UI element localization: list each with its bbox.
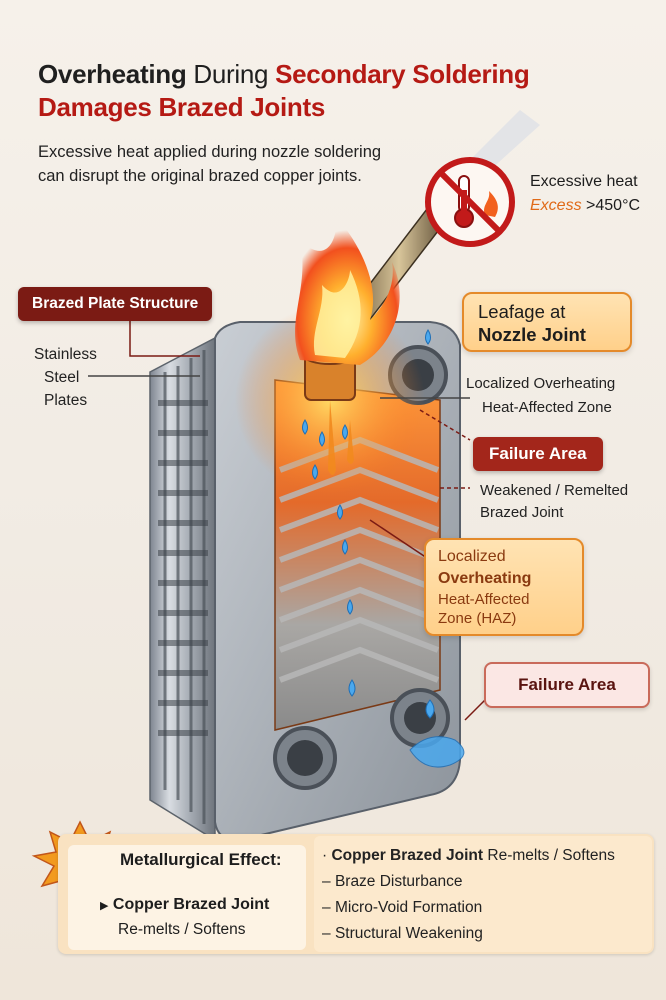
plates-label-line2: Steel — [44, 369, 80, 386]
effect-item-2: – Micro-Void Formation — [322, 899, 483, 916]
failure-area-1-desc: Weakened / Remelted Brazed Joint — [480, 480, 628, 524]
heat-warning-label: Excessive heat — [530, 173, 638, 190]
overheat-top-line1: Localized Overheating — [466, 375, 616, 392]
plates-label-line1: Stainless — [34, 346, 97, 363]
metallurgical-right-head-bold: Copper Brazed Joint — [331, 847, 484, 864]
subtitle-line1: Excessive heat applied during nozzle sol… — [38, 143, 382, 161]
failure-desc-line1: Weakened / Remelted — [480, 482, 629, 499]
failure-area-pill-2: Failure Area — [518, 675, 616, 694]
effect-item-2-text: Micro-Void Formation — [334, 899, 483, 916]
metallurgical-left-box — [68, 845, 306, 950]
metallurgical-right: · Copper Brazed Joint Re-melts / Softens… — [322, 843, 615, 947]
overheat-callout-line2: Overheating — [438, 570, 532, 587]
flame-icon — [295, 215, 400, 365]
effect-item-3-text: Structural Weakening — [334, 925, 483, 942]
metallurgical-left: ▶ Copper Brazed Joint Re-melts / Softens — [100, 893, 269, 941]
metallurgical-right-head-rest: Re-melts / Softens — [487, 847, 615, 864]
title-word-during: During — [193, 59, 269, 89]
metallurgical-left-bold: Copper Brazed Joint — [112, 896, 270, 913]
melt-drips — [328, 400, 354, 475]
dot-bullet-icon: · — [322, 847, 328, 864]
no-thermometer-fire-icon — [425, 157, 515, 247]
brazed-plate-structure-pill: Brazed Plate Structure — [18, 287, 213, 321]
subtitle: Excessive heat applied during nozzle sol… — [38, 140, 438, 188]
stainless-plates-label: Stainless Steel Plates — [34, 343, 97, 412]
title-secondary-soldering: Secondary Soldering — [275, 59, 530, 89]
page-title: Overheating During Secondary Soldering D… — [38, 58, 530, 124]
leader-lines — [88, 318, 486, 721]
triangle-bullet-icon: ▶ — [100, 900, 109, 912]
effect-item-3: – Structural Weakening — [322, 925, 483, 942]
excess-word: Excess — [530, 197, 582, 214]
effect-item-1: – Braze Disturbance — [322, 873, 463, 890]
title-line2: Damages Brazed Joints — [38, 92, 326, 122]
leakage-line1: Leafage at — [478, 301, 566, 322]
leakage-callout: Leafage at Nozzle Joint — [462, 292, 632, 352]
failure-area-pill-1: Failure Area — [473, 437, 603, 471]
overheat-top-line2: Heat-Affected Zone — [482, 399, 612, 416]
overheat-callout-line4: Zone (HAZ) — [438, 610, 517, 627]
overheat-callout-line1: Localized — [438, 548, 506, 565]
effect-item-1-text: Braze Disturbance — [334, 873, 463, 890]
overheat-top-label: Localized Overheating Heat-Affected Zone — [466, 372, 615, 420]
leakage-line2: Nozzle Joint — [478, 324, 586, 345]
subtitle-line2: can disrupt the original brazed copper j… — [38, 167, 362, 185]
overheat-callout-line3: Heat-Affected — [438, 591, 530, 608]
failure-area-callout-2: Failure Area — [484, 662, 650, 708]
failure-desc-line2: Brazed Joint — [480, 504, 564, 521]
heat-threshold: >450°C — [586, 197, 641, 214]
metallurgical-title: Metallurgical Effect: — [120, 850, 282, 869]
title-word-overheating: Overheating — [38, 59, 187, 89]
heat-warning: Excessive heat Excess >450°C — [530, 170, 640, 218]
overheat-callout: Localized Overheating Heat-Affected Zone… — [424, 538, 584, 636]
plates-label-line3: Plates — [44, 392, 88, 409]
metallurgical-right-box — [314, 836, 652, 952]
water-drops — [302, 297, 617, 768]
metallurgical-left-sub: Re-melts / Softens — [118, 921, 246, 938]
